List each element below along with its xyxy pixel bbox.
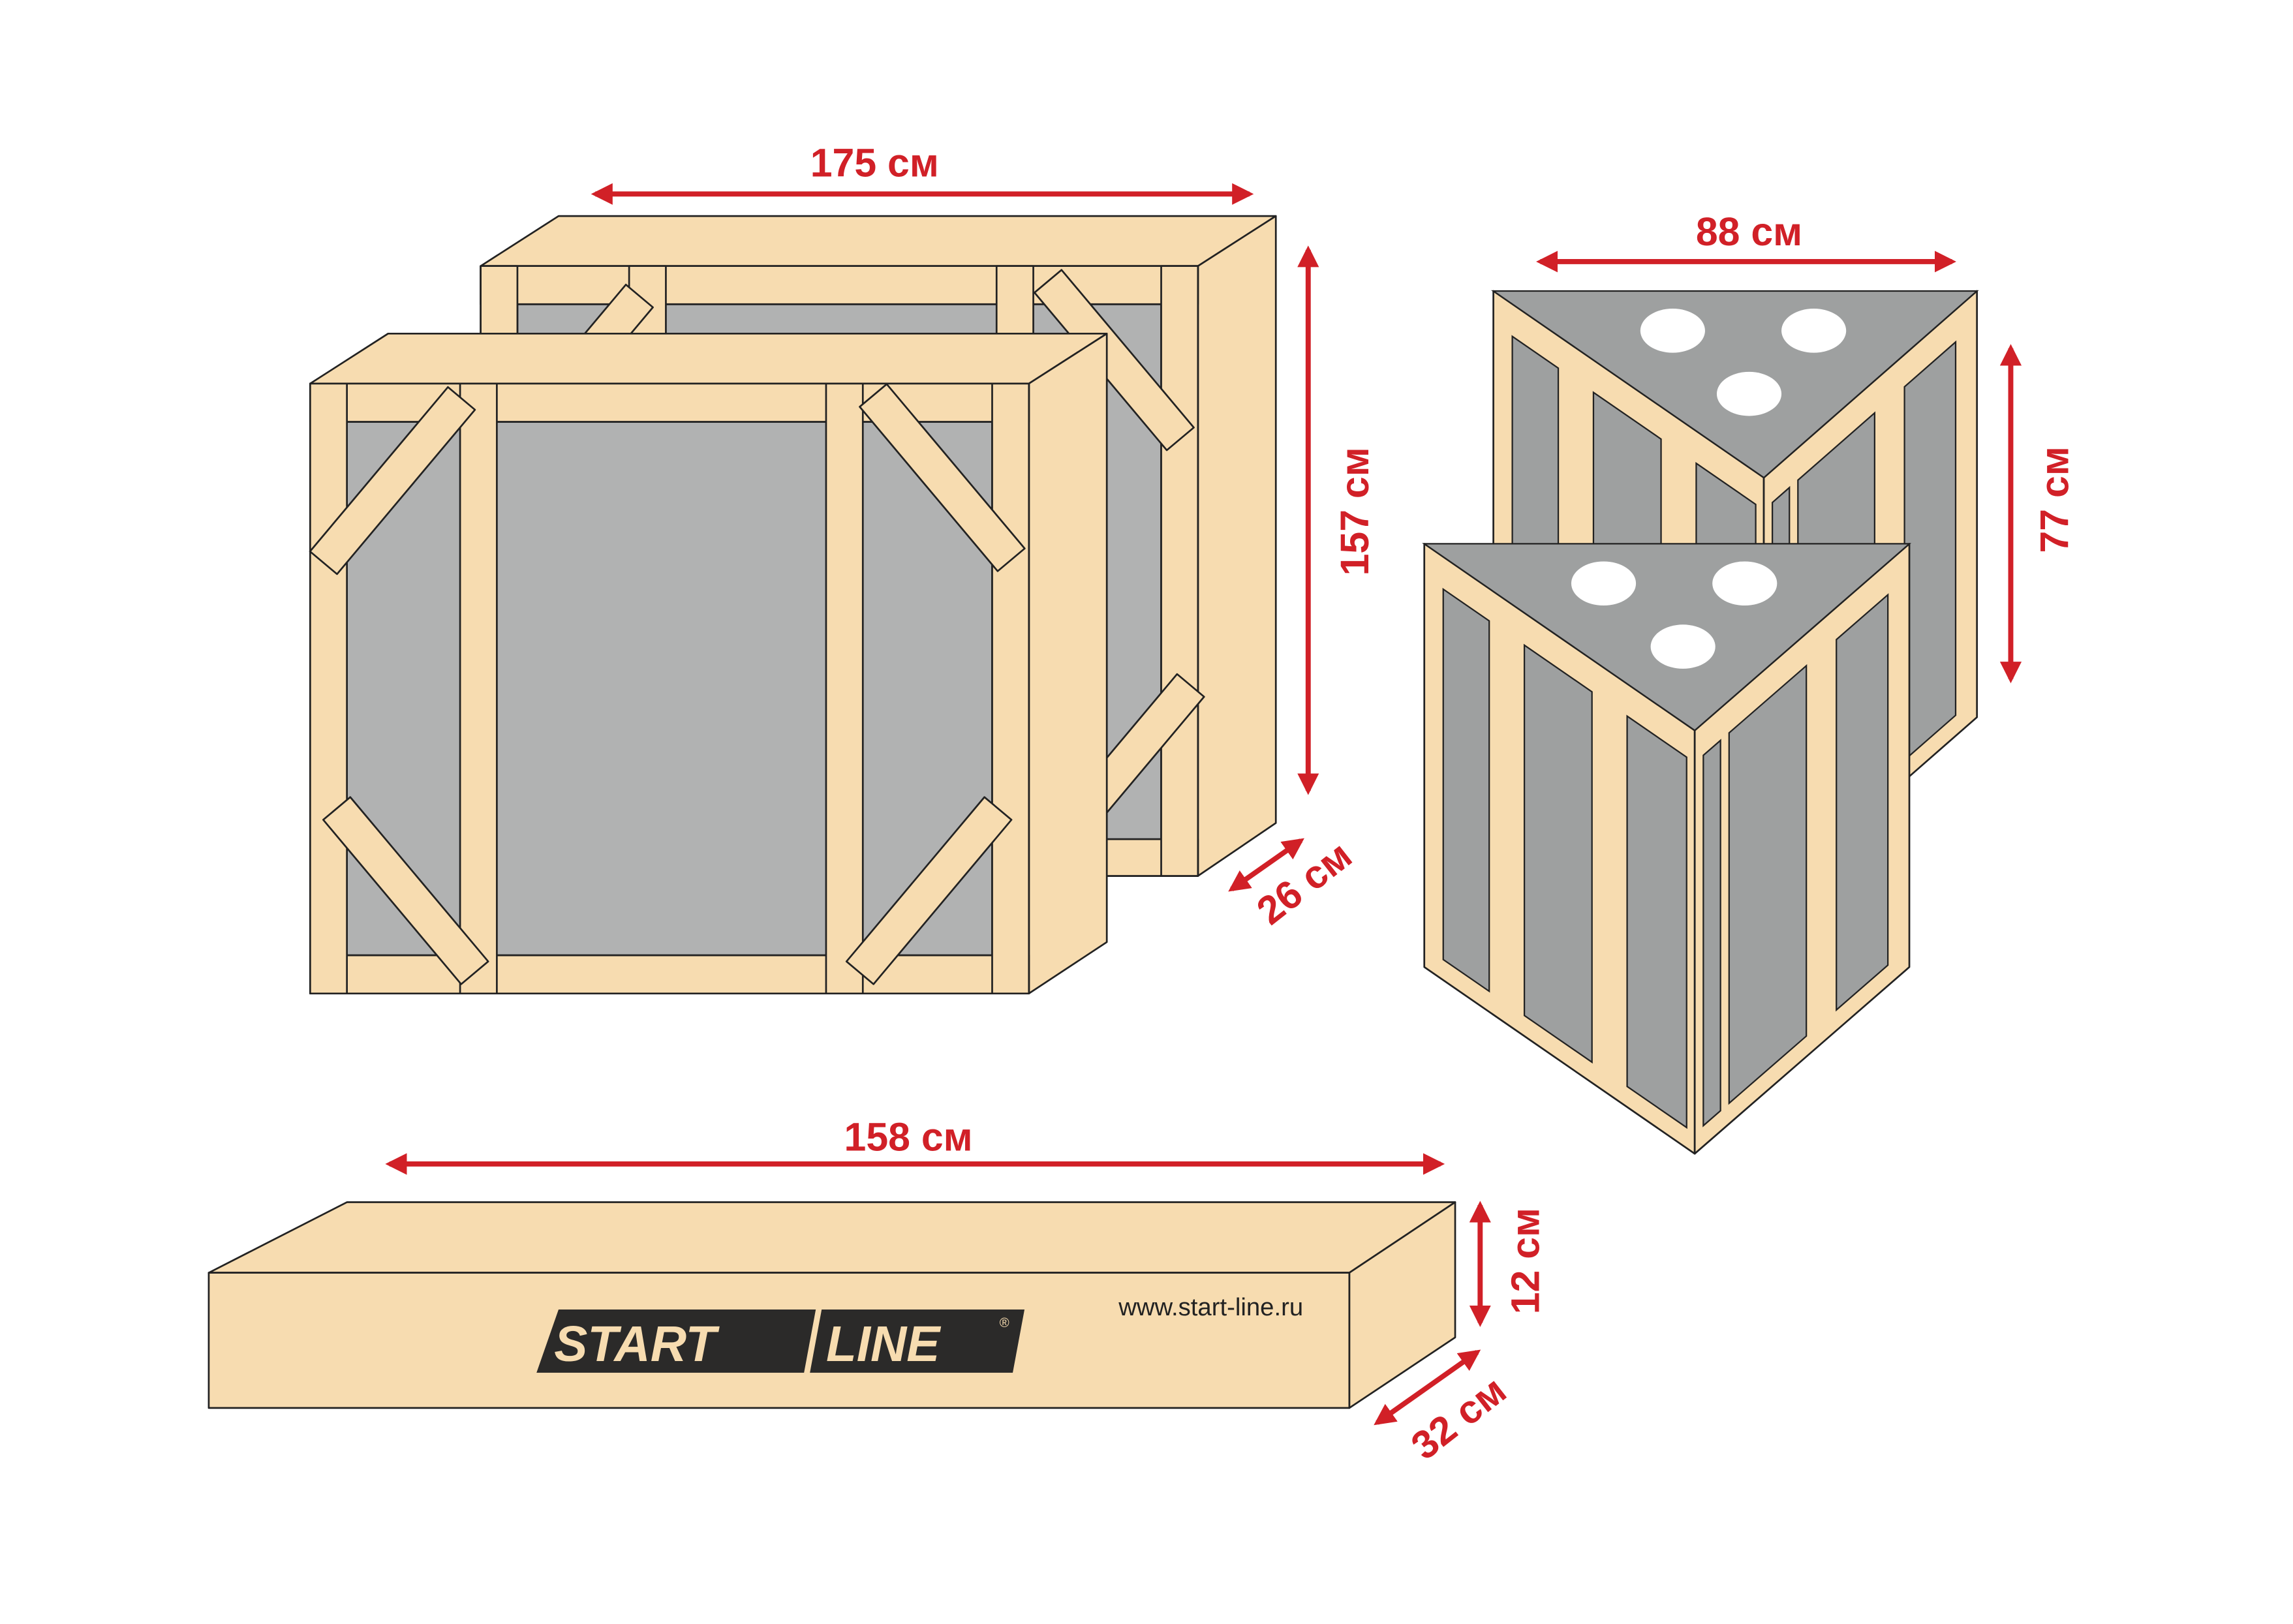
gray-panel [1442,587,1490,993]
gray-panel [1702,739,1721,1127]
hole [1571,561,1637,606]
logo-start-text: START [554,1317,720,1372]
front-panel-crate [309,332,1108,995]
triangle-width-label: 88 см [1696,209,1802,254]
website-url: www.start-line.ru [1118,1293,1303,1321]
hole [1781,309,1847,353]
depth-arrow-32 [1374,1349,1481,1426]
hole [1640,309,1705,353]
long-length-label: 158 см [844,1115,973,1159]
triangle-crates [1422,290,1979,1155]
gray-panel [1523,643,1593,1064]
gray-panel [1626,714,1687,1129]
hole [1716,371,1782,416]
triangle-height-label: 77 см [2032,446,2076,553]
hole [1712,561,1777,606]
logo-line-text: LINE [826,1317,941,1372]
long-depth-label: 32 см [1403,1368,1515,1468]
panel-width-label: 175 см [810,140,939,185]
front-triangle-crate [1422,543,1912,1155]
panel-height-label: 157 см [1332,447,1377,575]
gray-panel [1903,340,1957,762]
panel-depth-label: 26 см [1248,833,1360,933]
hole [1650,624,1716,669]
logo-registered-mark: ® [1000,1316,1009,1330]
gray-panel [1728,664,1808,1105]
gray-panel [1836,593,1889,1012]
start-line-logo: START LINE ® [536,1309,1025,1373]
long-height-label: 12 см [1503,1208,1547,1314]
long-box: START LINE ® www.start-line.ru [208,1201,1456,1409]
depth-arrow-26 [1228,838,1304,892]
